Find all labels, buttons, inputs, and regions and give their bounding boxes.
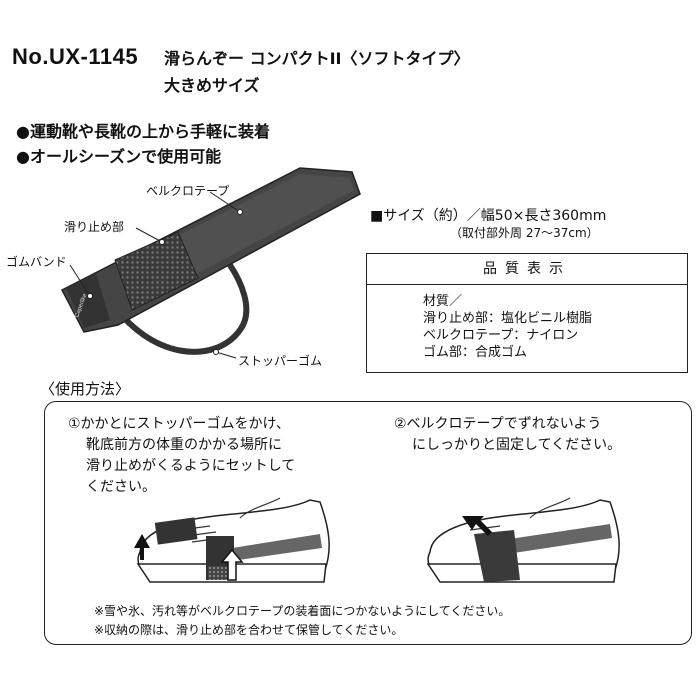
step2-line2: にしっかりと固定してください。	[412, 437, 622, 453]
quality-line: 滑り止め部：塩化ビニル樹脂	[423, 311, 593, 326]
quality-box: 品質表示 材質／ 滑り止め部：塩化ビニル樹脂 ベルクロテープ：ナイロン ゴム部：…	[366, 253, 688, 373]
size-spec: ■サイズ（約）／幅50×長さ360mm	[370, 208, 607, 224]
step1-line1: ①かかとにストッパーゴムをかけ、	[68, 416, 290, 432]
label-velcro: ベルクロテープ	[146, 184, 230, 198]
note-1: ※雪や氷、汚れ等がベルクロテープの装着面につかないようにしてください。	[94, 604, 511, 618]
shoe-illustration-step2	[426, 497, 620, 583]
quality-heading: 品質表示	[367, 254, 687, 285]
label-rubber-band: ゴムバンド	[6, 255, 67, 269]
feature-1: ●運動靴や長靴の上から手軽に装着	[16, 122, 270, 141]
antislip-mesh	[114, 231, 199, 311]
product-title: 滑らんぞー コンパクトII〈ソフトタイプ〉	[164, 49, 470, 68]
usage-heading: 〈使用方法〉	[40, 380, 131, 398]
step1-line3: 滑り止めがくるようにセットして	[86, 458, 296, 474]
quality-line: 材質／	[423, 294, 463, 309]
label-stopper: ストッパーゴム	[238, 354, 323, 368]
shoe-illustration-step1	[134, 497, 330, 583]
step1-line2: 靴底前方の体重のかかる場所に	[86, 437, 282, 453]
product-illustration: Caperlike	[60, 167, 361, 359]
quality-lines: 材質／ 滑り止め部：塩化ビニル樹脂 ベルクロテープ：ナイロン ゴム部：合成ゴム	[367, 285, 687, 361]
size-note: （取付部外周 27〜37cm）	[450, 226, 599, 240]
step1-line4: ください。	[86, 479, 156, 495]
quality-line: ベルクロテープ：ナイロン	[423, 328, 579, 343]
label-antislip: 滑り止め部	[64, 220, 125, 234]
product-subtitle: 大きめサイズ	[164, 76, 260, 95]
quality-line: ゴム部：合成ゴム	[423, 345, 528, 360]
usage-box	[44, 401, 692, 645]
feature-2: ●オールシーズンで使用可能	[16, 147, 222, 166]
note-2: ※収納の際は、滑り止め部を合わせて保管してください。	[94, 623, 404, 637]
step2-line1: ②ベルクロテープでずれないよう	[394, 416, 602, 432]
stopper-rubber-loop	[107, 263, 250, 355]
model-number: No.UX-1145	[12, 44, 139, 69]
